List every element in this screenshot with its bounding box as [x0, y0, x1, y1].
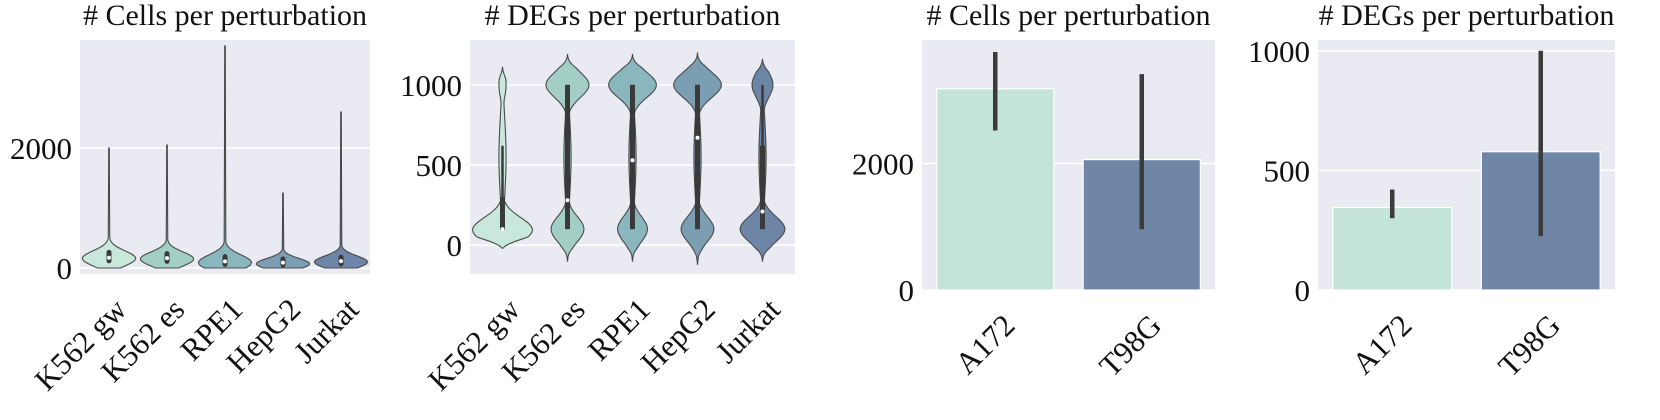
x-tick-label: HepG2	[634, 292, 722, 380]
violin	[139, 144, 195, 269]
x-tick-label: T98G	[1491, 308, 1567, 384]
x-tick-label: Jurkat	[287, 291, 366, 370]
violin	[255, 192, 311, 269]
y-tick-label: 2000	[852, 146, 914, 181]
x-tick-label: A172	[948, 308, 1021, 381]
y-tick-label: 1000	[400, 68, 462, 103]
y-tick-label: 2000	[10, 131, 72, 166]
bar	[1332, 206, 1453, 291]
y-tick-label: 1000	[1248, 34, 1310, 69]
median-point	[339, 259, 343, 264]
median-point	[500, 227, 505, 232]
x-tick-label: A172	[1345, 308, 1418, 381]
y-tick-label: 500	[416, 148, 463, 183]
x-tick-label: Jurkat	[708, 291, 787, 370]
median-point	[630, 158, 635, 163]
y-tick-label: 500	[1264, 153, 1311, 188]
chart-title: # Cells per perturbation	[83, 0, 367, 32]
y-tick-label: 0	[1295, 273, 1311, 308]
violin	[197, 45, 253, 269]
y-tick-label: 0	[57, 251, 73, 286]
violin	[81, 147, 137, 269]
violin	[313, 111, 369, 269]
chart-title: # Cells per perturbation	[926, 0, 1210, 32]
chart-title: # DEGs per perturbation	[485, 0, 781, 32]
x-tick-label: T98G	[1092, 308, 1168, 384]
median-point	[223, 259, 227, 264]
chart-title: # DEGs per perturbation	[1319, 0, 1615, 32]
y-tick-label: 0	[447, 228, 463, 263]
y-tick-label: 0	[899, 273, 915, 308]
median-point	[760, 209, 765, 214]
median-point	[165, 256, 169, 261]
median-point	[107, 255, 111, 260]
median-point	[695, 135, 700, 140]
median-point	[565, 198, 570, 203]
median-point	[281, 260, 285, 265]
